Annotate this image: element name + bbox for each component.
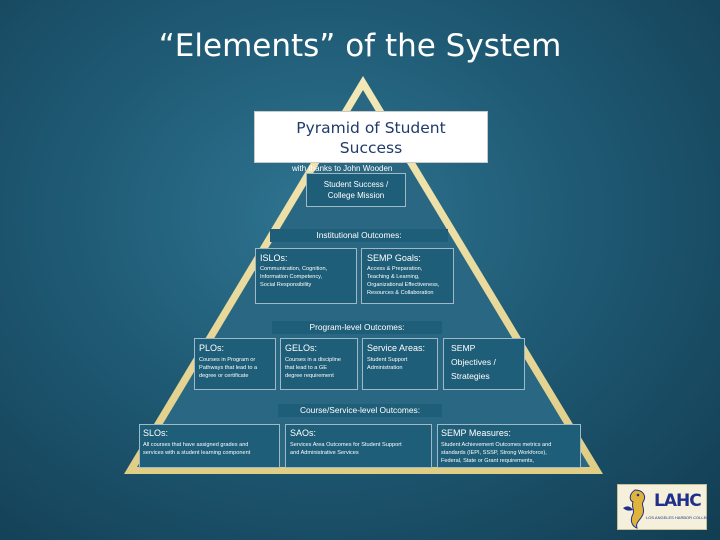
service-areas-line-1: Student Support bbox=[367, 357, 408, 363]
gelos-line-2: that lead to a GE bbox=[285, 365, 327, 371]
plos-line-3: degree or certificate bbox=[199, 373, 249, 379]
apex-box: Student Success / College Mission bbox=[306, 173, 406, 207]
seahorse-logo-icon bbox=[623, 489, 646, 529]
logo-letters: LAHC bbox=[654, 491, 702, 511]
apex-line1: Student Success / bbox=[323, 180, 389, 189]
institutional-header: Institutional Outcomes: bbox=[270, 229, 448, 242]
saos-box bbox=[285, 424, 432, 468]
institutional-header-label: Institutional Outcomes: bbox=[316, 230, 402, 240]
semp-goals-box bbox=[361, 248, 454, 304]
gelos-line-1: Courses in a discipline bbox=[285, 357, 341, 363]
semp-measures-line-3: Federal, State or Grant requirements, bbox=[441, 458, 534, 464]
course-header-label: Course/Service-level Outcomes: bbox=[299, 405, 421, 415]
saos-title: SAOs: bbox=[290, 428, 317, 438]
pyramid-title-line1: Pyramid of Student bbox=[296, 119, 446, 137]
semp-measures-title: SEMP Measures: bbox=[441, 428, 511, 438]
slos-title: SLOs: bbox=[143, 428, 169, 438]
slos-box bbox=[139, 424, 280, 468]
plos-box bbox=[194, 338, 276, 390]
islos-line-3: Social Responsibility bbox=[260, 282, 312, 288]
plos-title: PLOs: bbox=[199, 343, 225, 353]
slos-line-2: services with a student learning compone… bbox=[143, 450, 251, 456]
course-header: Course/Service-level Outcomes: bbox=[278, 404, 442, 417]
semp-objectives-line-3: Strategies bbox=[451, 371, 490, 381]
gelos-box bbox=[280, 338, 358, 390]
semp-goals-title: SEMP Goals: bbox=[367, 253, 421, 263]
gelos-title: GELOs: bbox=[285, 343, 318, 353]
service-areas-box bbox=[362, 338, 438, 390]
pyramid-title-line2: Success bbox=[339, 139, 403, 157]
saos-line-2: and Administrative Services bbox=[290, 450, 359, 456]
service-areas-line-2: Administration bbox=[367, 365, 403, 371]
apex-line2: College Mission bbox=[327, 191, 385, 200]
semp-objectives-box bbox=[443, 338, 525, 390]
slide-title: “Elements” of the System bbox=[158, 28, 562, 64]
plos-line-1: Courses in Program or bbox=[199, 357, 256, 363]
semp-measures-line-1: Student Achievement Outcomes metrics and bbox=[441, 442, 552, 448]
semp-measures-box bbox=[437, 424, 581, 468]
logo-subtext: LOS ANGELES HARBOR COLLEGE bbox=[646, 515, 713, 520]
islos-line-1: Communication, Cognition, bbox=[260, 266, 328, 272]
service-areas-title: Service Areas: bbox=[367, 343, 426, 353]
plos-line-2: Pathways that lead to a bbox=[199, 365, 258, 371]
semp-measures-line-2: standards (IEPI, SSSP, Strong Workforce)… bbox=[441, 450, 547, 456]
program-header-label: Program-level Outcomes: bbox=[309, 322, 405, 332]
pyramid-title-card: Pyramid of Student Success bbox=[254, 111, 488, 163]
semp-goals-line-4: Resources & Collaboration bbox=[367, 290, 434, 296]
college-logo: LAHC LOS ANGELES HARBOR COLLEGE bbox=[617, 484, 712, 530]
credit-text: with thanks to John Wooden bbox=[292, 164, 393, 173]
semp-objectives-line-1: SEMP bbox=[451, 343, 476, 353]
program-header: Program-level Outcomes: bbox=[272, 321, 442, 334]
semp-objectives-line-2: Objectives / bbox=[451, 357, 496, 367]
islos-box bbox=[255, 248, 357, 304]
semp-goals-line-3: Organizational Effectiveness, bbox=[367, 282, 440, 288]
semp-goals-line-1: Access & Preparation, bbox=[367, 266, 423, 272]
gelos-line-3: degree requirement bbox=[285, 373, 334, 379]
slos-line-1: All courses that have assigned grades an… bbox=[143, 442, 249, 448]
saos-line-1: Services Area Outcomes for Student Suppo… bbox=[290, 442, 402, 448]
semp-goals-line-2: Teaching & Learning, bbox=[367, 274, 420, 280]
islos-line-2: Information Competency, bbox=[260, 274, 323, 280]
islos-title: ISLOs: bbox=[260, 253, 288, 263]
